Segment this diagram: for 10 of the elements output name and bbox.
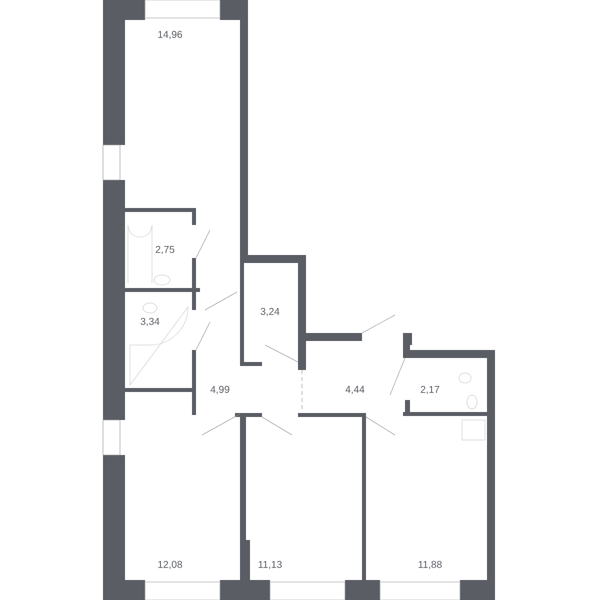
area-label: 4,44: [346, 386, 364, 394]
area-label: 2,17: [420, 386, 440, 394]
area-label: 11,88: [418, 560, 442, 570]
area-label: 2,75: [156, 246, 174, 254]
area-label: 11,13: [258, 560, 282, 570]
area-label: 14,96: [158, 30, 182, 40]
area-label: 4,99: [210, 386, 230, 394]
area-label: 3,24: [260, 308, 280, 316]
area-label: 3,34: [140, 318, 160, 326]
area-label: 12,08: [158, 560, 182, 570]
